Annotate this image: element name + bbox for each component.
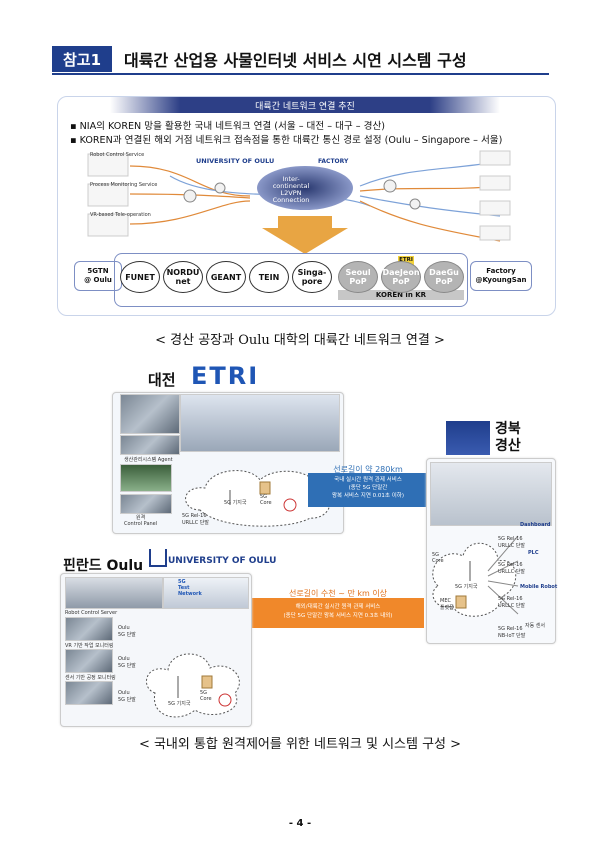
oulu-uni-label: UNIVERSITY OF OULU	[196, 157, 275, 165]
header-title: 대륙간 산업용 사물인터넷 서비스 시연 시스템 구성	[124, 51, 467, 70]
link2-line-1: 해외/대륙간 실시간 원격 관제 서비스	[295, 604, 381, 610]
mec-label: MEC 플랫폼	[440, 598, 454, 611]
oulu-terminal-3: Oulu 5G 단말	[118, 690, 136, 703]
koren-label: KOREN in KR	[338, 290, 464, 300]
bullet-1: NIA의 KOREN 망을 활용한 국내 네트워크 연결 (서울 – 대전 – …	[70, 118, 386, 132]
link1-band	[308, 473, 428, 507]
oulu-item-vr: VR 기반 작업 모니터링	[65, 643, 114, 649]
factory-item-mobile-robot: Mobile Robot	[520, 584, 558, 590]
factory-label: FACTORY	[318, 158, 349, 165]
daejeon-label: 대전	[148, 371, 176, 389]
oulu-terminal-1: Oulu 5G 단말	[118, 625, 136, 638]
link1-title: 선로길이 약 280km	[333, 465, 403, 474]
l2vpn-label: Inter- continental L2VPN Connection	[272, 175, 310, 204]
node-funet: FUNET	[120, 261, 160, 293]
link1-line-3: 왕복 서비스 지연 0.01초 이하)	[332, 493, 404, 499]
gyeongsan-label: 경북 경산	[495, 421, 521, 454]
daejeon-bs-label: 5G 기지국	[224, 500, 247, 506]
daejeon-5g-cloud	[185, 470, 331, 527]
node-daejeon-pop: DaeJeon PoP	[381, 261, 421, 293]
caption-2: < 국내외 통합 원격제어를 위한 네트워크 및 시스템 구성 >	[138, 737, 462, 752]
daejeon-core-label: 5G Core	[260, 494, 272, 506]
oulu-core-label: 5G Core	[200, 690, 212, 702]
network-map-illustration	[87, 150, 511, 254]
oulu-terminal-2: Oulu 5G 단말	[118, 656, 136, 669]
link2-title: 선로길이 수천 ~ 만 km 이상	[288, 589, 388, 598]
factory-bs-label: 5G 기지국	[455, 584, 478, 590]
nodes-frame	[114, 253, 468, 307]
node-seoul-pop: Seoul PoP	[338, 261, 378, 293]
oulu-item-robot-server: Robot Control Server	[65, 610, 118, 616]
header-underline	[52, 73, 549, 75]
photo-robot-server	[65, 617, 113, 641]
factory-item-dashboard: Dashboard	[520, 522, 551, 528]
factory-terminal-1: 5G Rel-16 URLLC 단말	[498, 536, 525, 549]
factory-item-plc: PLC	[528, 550, 539, 556]
photo-monitor	[120, 435, 180, 455]
control-panel-label: 원격 Control Panel	[124, 515, 158, 527]
node-singapore: Singa- pore	[292, 261, 332, 293]
link1-desc: 국내 실시간 원격 관제 서비스 (종단 5G 단말간 왕복 서비스 지연 0.…	[308, 476, 428, 500]
factory-item-sensor: 자동 센서	[525, 623, 545, 629]
photo-operator	[120, 394, 180, 434]
model-factory-logo	[446, 421, 490, 455]
link2-line-2: (종단 5G 단말간 왕복 서비스 지연 0.3초 내외)	[283, 613, 393, 619]
page-number: - 4 -	[288, 818, 312, 829]
left-service-1: Robot Control Service	[90, 152, 145, 158]
photo-vr	[65, 649, 113, 673]
header-badge: 참고1	[52, 46, 112, 72]
photo-agent	[120, 464, 172, 492]
photo-control-panel	[120, 494, 172, 514]
daejeon-terminal-label: 5G Rel-16 URLLC 단말	[182, 513, 209, 526]
bullet-2: KOREN과 연결된 해외 거점 네트워크 접속점을 통한 대륙간 통신 경로 …	[70, 132, 503, 146]
link1-line-1: 국내 실시간 원격 관제 서비스	[334, 477, 402, 483]
left-service-3: VR-based Tele-operation	[90, 212, 151, 218]
test-network-label: 5G Test Network	[178, 579, 202, 597]
oulu-label: 핀란드 Oulu	[63, 558, 144, 574]
photo-control-room	[180, 394, 340, 452]
network-panel-title: 대륙간 네트워크 연결 추진	[110, 97, 500, 113]
caption-1: < 경산 공장과 Oulu 대학의 대륙간 네트워크 연결 >	[155, 333, 445, 348]
node-geant: GEANT	[206, 261, 246, 293]
factory-terminal-4: 5G Rel-16 NB-IoT 단말	[498, 626, 526, 639]
photo-oulu-lab	[65, 577, 163, 609]
etri-tag: ETRI	[398, 256, 414, 265]
oulu-logo-text: UNIVERSITY OF OULU	[168, 556, 277, 566]
left-service-2: Process Monitoring Service	[90, 182, 158, 188]
node-nordunet: NORDU net	[163, 261, 203, 293]
link2-band	[252, 598, 424, 628]
factory-kyoungsan-box: Factory @KyoungSan	[470, 261, 532, 291]
photo-5g-test-network	[163, 577, 249, 609]
link2-desc: 해외/대륙간 실시간 원격 관제 서비스 (종단 5G 단말간 왕복 서비스 지…	[252, 603, 424, 621]
factory-core-label: 5G Core	[432, 552, 444, 564]
node-tein: TEIN	[249, 261, 289, 293]
factory-terminal-3: 5G Rel-16 URLLC 단말	[498, 596, 525, 609]
link1-line-2: (종단 5G 단말간	[348, 485, 388, 491]
agent-label: 생산관리시스템 Agent	[124, 457, 173, 463]
etri-logo: ETRI	[191, 362, 260, 390]
oulu-item-sensor: 센서 기반 공정 모니터링	[65, 675, 116, 681]
factory-terminal-2: 5G Rel-16 URLLC 단말	[498, 562, 525, 575]
oulu-5g-cloud	[146, 653, 240, 718]
node-daegu-pop: DaeGu PoP	[424, 261, 464, 293]
oulu-bs-label: 5G 기지국	[168, 701, 191, 707]
factory-5g-cloud	[432, 535, 519, 617]
photo-factory	[430, 462, 552, 526]
oulu-logo-icon	[149, 549, 167, 567]
photo-sensor	[65, 681, 113, 705]
